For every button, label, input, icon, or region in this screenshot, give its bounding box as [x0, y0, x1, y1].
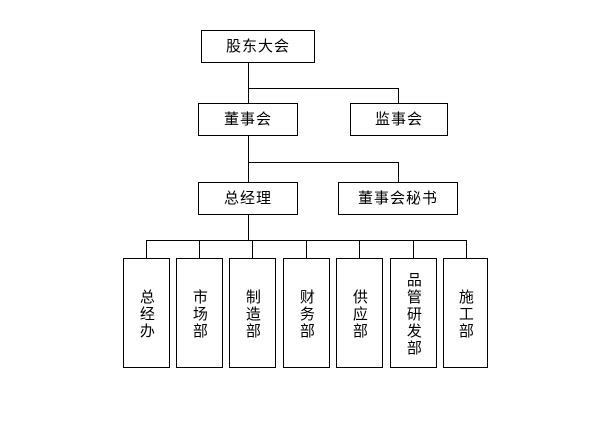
node-board-secretary[interactable]: 董事会秘书 — [338, 182, 458, 215]
connector-to-dept5 — [359, 240, 360, 259]
connector-shareholders-drop — [248, 63, 249, 89]
node-board-of-directors[interactable]: 董事会 — [198, 103, 298, 136]
connector-to-general-manager — [248, 162, 249, 183]
connector-to-board — [248, 88, 249, 103]
connector-to-dept2 — [199, 240, 200, 259]
connector-to-dept1 — [146, 240, 147, 259]
node-general-manager[interactable]: 总经理 — [198, 182, 298, 215]
node-board-of-supervisors[interactable]: 监事会 — [350, 103, 448, 136]
connector-level2-bus — [248, 162, 399, 163]
connector-to-dept4 — [306, 240, 307, 259]
connector-gm-drop — [248, 215, 249, 241]
connector-to-dept7 — [466, 240, 467, 259]
connector-to-dept6 — [413, 240, 414, 259]
node-department-quality-rnd[interactable]: 品管研发部 — [390, 258, 437, 368]
connector-to-board-secretary — [398, 162, 399, 183]
node-department-manufacturing[interactable]: 制造部 — [229, 258, 276, 368]
node-department-marketing[interactable]: 市场部 — [176, 258, 223, 368]
connector-to-dept3 — [252, 240, 253, 259]
connector-level1-bus — [248, 88, 399, 89]
node-department-gm-office[interactable]: 总经办 — [123, 258, 170, 368]
connector-to-supervisors — [398, 88, 399, 103]
node-shareholders-meeting[interactable]: 股东大会 — [201, 30, 315, 63]
node-department-supply[interactable]: 供应部 — [336, 258, 383, 368]
node-department-construction[interactable]: 施工部 — [443, 258, 488, 368]
node-department-finance[interactable]: 财务部 — [283, 258, 330, 368]
connector-board-drop — [248, 136, 249, 163]
